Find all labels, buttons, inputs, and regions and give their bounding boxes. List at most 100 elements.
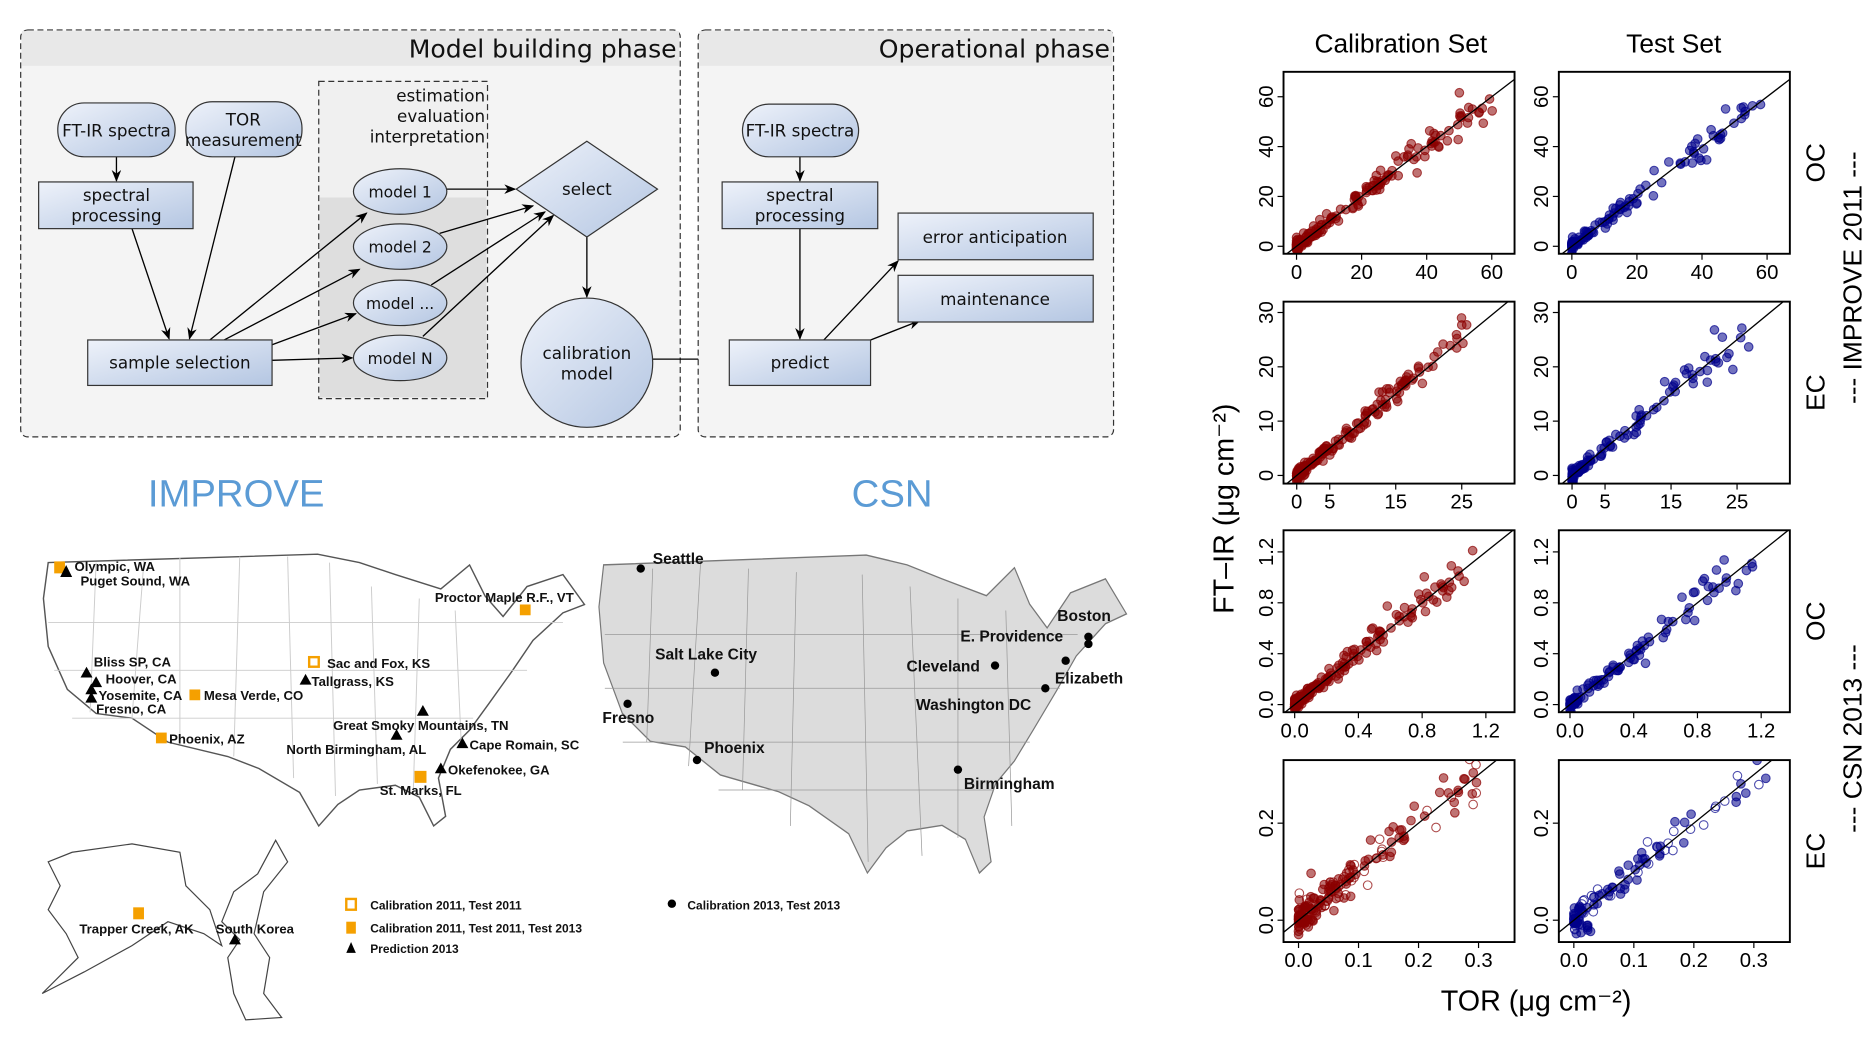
data-point [1339,650,1349,661]
site-label: E. Providence [960,629,1063,646]
data-point [1679,365,1690,375]
data-point [1294,888,1305,899]
data-point [1615,197,1626,208]
site-marker-square [519,604,531,616]
data-point [1468,799,1478,810]
predict-label: predict [771,353,830,373]
data-point [1420,151,1430,162]
site-label: Fresno, CA [96,701,167,716]
x-tick-label: 60 [1756,262,1779,284]
site-label: Great Smoky Mountains, TN [333,718,508,733]
site-label: Trapper Creek, AK [79,922,194,937]
y-tick-label: 40 [1531,135,1553,158]
x-tick-label: 0.3 [1464,950,1492,972]
data-point [1460,774,1470,784]
data-point [1449,807,1460,818]
data-point [1329,905,1339,916]
data-point [1642,837,1653,847]
data-point [1620,425,1630,436]
row-label: EC [1801,374,1831,411]
data-point [1419,811,1430,821]
model-nodes: model 1 model 2 model ... model N [352,168,448,382]
one-to-one-line [1283,760,1498,934]
site-marker-triangle [90,676,103,688]
data-point [1568,917,1579,928]
data-point [1468,767,1479,778]
data-point [1583,680,1593,690]
data-point [1413,589,1424,599]
data-point [1683,607,1693,618]
x-tick-label: 0.2 [1404,950,1432,972]
ftir-spectra-node [741,103,860,158]
data-point [1464,760,1475,765]
data-point [1592,884,1603,894]
data-point [1442,135,1453,146]
site-label: Mesa Verde, CO [204,688,303,703]
data-point [1346,861,1356,871]
x-tick-label: 20 [1350,262,1373,284]
improve-sites: Olympic, WA Puget Sound, WA Proctor Mapl… [54,559,580,945]
data-point [1308,905,1319,916]
data-point [1431,822,1441,833]
y-tick-label: 1.2 [1256,538,1278,566]
legend-square [346,921,356,934]
data-point [1382,601,1393,611]
data-point [1361,648,1372,658]
data-point [1634,860,1645,870]
data-point [1304,692,1314,703]
error-anticipation-label: error anticipation [923,227,1068,247]
error-anticipation-node [897,212,1094,261]
improve-map [41,553,586,1021]
legend-label: Prediction 2013 [370,942,459,956]
data-point [1359,417,1370,427]
panel-frame [1282,300,1516,485]
site-label: Okefenokee, GA [448,762,550,777]
data-point [1385,851,1395,862]
data-point [1641,180,1651,191]
y-tick-label: 0.0 [1256,906,1278,934]
data-point [1487,105,1498,116]
ftir-label: FT-IR spectra [62,120,171,140]
data-point [1353,424,1364,434]
calibration-model-node [520,297,654,428]
model-label: model ... [366,295,434,313]
x-tick-label: 0.8 [1683,720,1711,742]
model-node [352,223,448,270]
processing-label: processing [71,205,161,225]
data-point [1663,157,1674,167]
data-point [1631,411,1642,421]
y-tick-label: 0 [1531,470,1553,481]
data-point [1668,845,1678,856]
y-tick-label: 30 [1256,301,1278,324]
data-point [1721,577,1731,587]
one-to-one-line [1558,760,1773,934]
data-point [1361,185,1372,196]
site-label: Tallgrass, KS [312,674,395,689]
data-point [1456,320,1467,330]
site-label: St. Marks, FL [380,783,462,798]
interpretation-label: interpretation [370,126,485,146]
ftir-spectra-node [57,102,176,158]
row-label: OC [1801,143,1831,182]
data-point [1588,906,1599,917]
select-label: select [562,179,612,199]
data-point [1297,467,1307,478]
data-point [1692,134,1703,144]
points [1561,301,1785,484]
data-point [1689,615,1700,626]
panel-frame [1557,70,1791,255]
data-point [1702,365,1713,376]
spectral-label: spectral [83,185,150,205]
data-point [1334,660,1344,671]
data-point [1700,351,1710,362]
one-to-one-line [1285,301,1509,484]
points [1283,760,1498,940]
spectral-processing-node [38,181,194,230]
evaluation-label: evaluation [397,106,485,126]
panel-frame [1282,759,1516,944]
x-tick-label: 60 [1480,262,1503,284]
legend-label: Calibration 2011, Test 2011, Test 2013 [370,921,582,935]
